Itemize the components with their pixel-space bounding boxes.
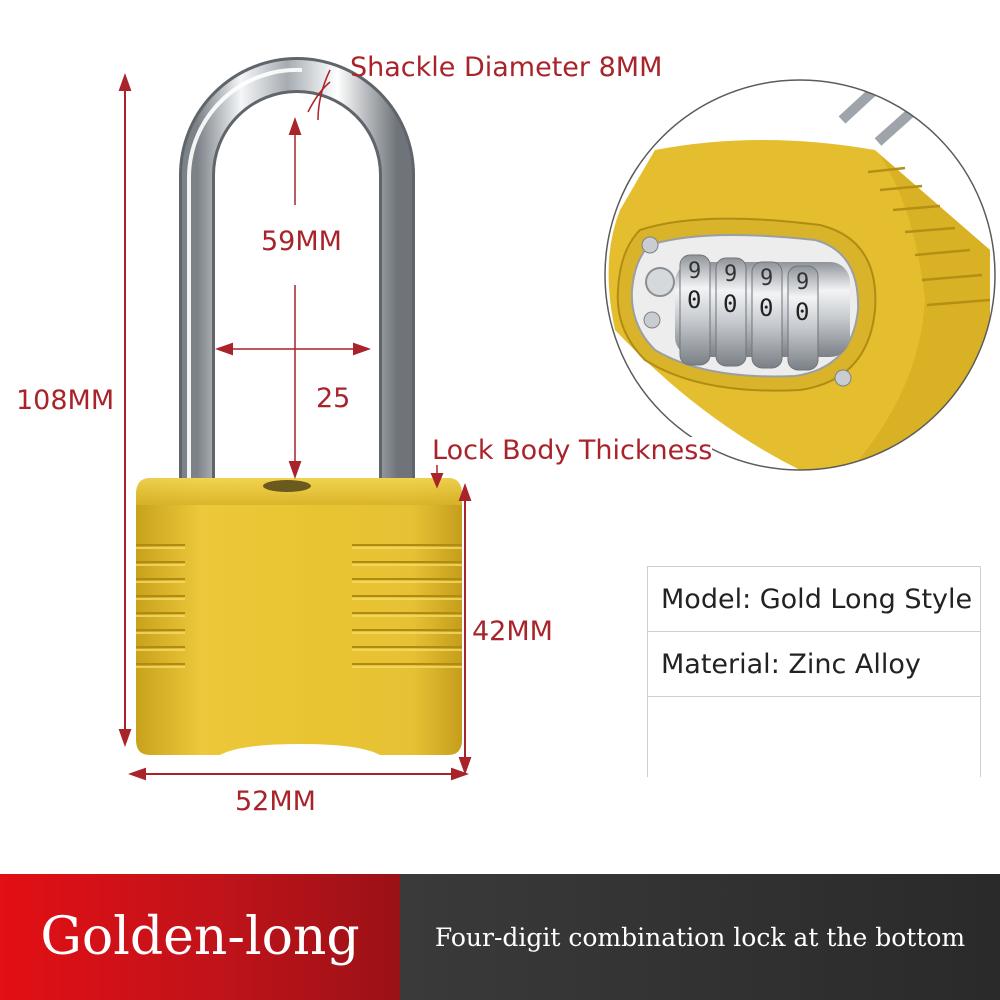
shackle-height-label: 59MM [261,226,342,257]
banner-title-panel: Golden-long [0,874,400,1000]
grooves-left [136,544,185,665]
banner-description-panel: Four-digit combination lock at the botto… [400,874,1000,1000]
dial-digit-bottom: 0 [759,294,773,322]
dial-digit-bottom: 0 [687,286,701,314]
spec-model-text: Model: Gold Long Style [661,583,973,615]
dial-digit-top: 9 [688,259,701,284]
dimension-lines [118,73,472,781]
bottom-banner: Golden-long Four-digit combination lock … [0,874,1000,1000]
zoom-detail: 9 9 9 9 0 0 0 0 [608,81,991,470]
body-width-label: 52MM [235,786,316,817]
shackle-width-label: 25 [316,383,351,414]
dial-wheel [751,261,783,369]
spec-material-text: Material: Zinc Alloy [661,648,921,680]
total-height-label: 108MM [16,385,115,416]
lock-body-thickness-label: Lock Body Thickness [432,435,713,466]
spec-row-model: Model: Gold Long Style [648,567,980,632]
banner-title: Golden-long [40,907,360,967]
dial-wheel [787,265,819,371]
spec-table: Model: Gold Long Style Material: Zinc Al… [647,566,981,777]
dial-digit-top: 9 [724,262,737,287]
grooves-right [352,544,462,665]
spec-row-material: Material: Zinc Alloy [648,632,980,697]
dial-wheel [679,254,711,366]
dial-digit-top: 9 [760,266,773,291]
dial-digit-bottom: 0 [795,298,809,326]
dial-wheel [715,257,747,367]
dial-digit-top: 9 [796,270,809,295]
shackle [179,57,415,500]
shackle-diameter-pointer [317,69,331,121]
body-height-label: 42MM [472,616,553,647]
banner-description: Four-digit combination lock at the botto… [434,922,966,952]
dial-digit-bottom: 0 [723,290,737,318]
shackle-diameter-label: Shackle Diameter 8MM [350,52,663,83]
